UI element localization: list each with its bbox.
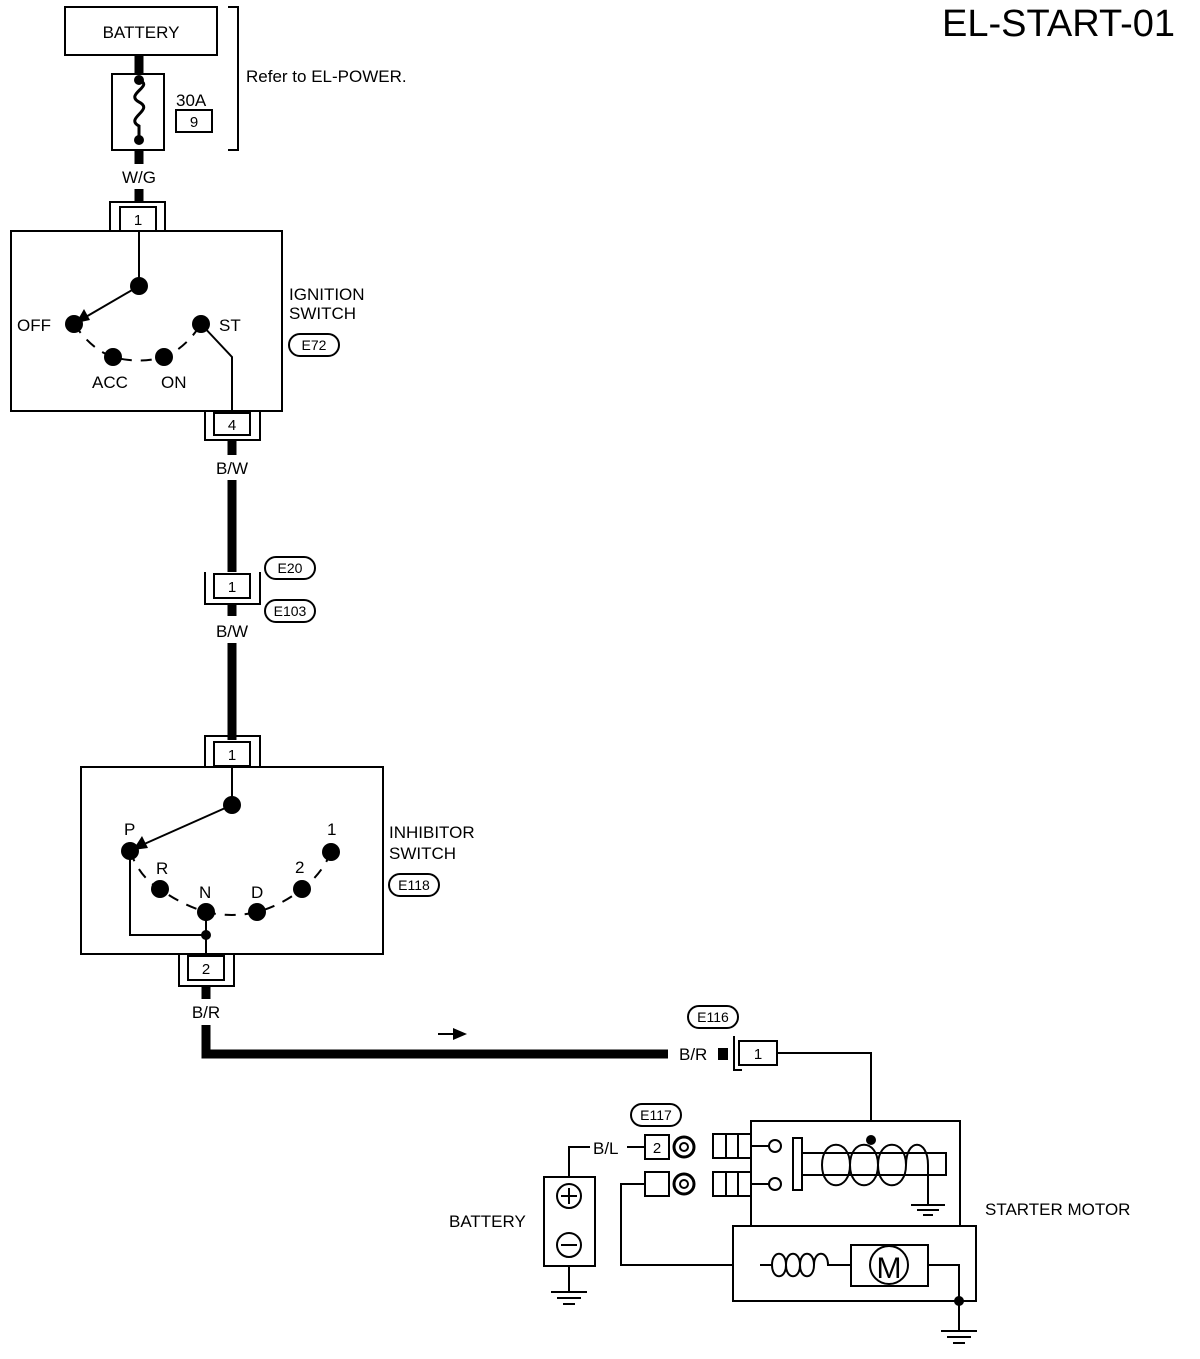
joint-pin: 1: [228, 579, 236, 596]
starter-motor: M: [712, 1120, 977, 1344]
inhibitor-pos-1: 1: [327, 820, 336, 839]
joint-connector: 1: [204, 572, 261, 605]
motor-terminal-box: [644, 1171, 670, 1197]
inhibitor-pos-2: 2: [295, 858, 304, 877]
connector-e117: E117: [640, 1107, 672, 1123]
fuse-icon: [111, 73, 165, 151]
ignition-pin-in: 1: [134, 212, 142, 229]
connector-e118: E118: [398, 877, 430, 893]
fuse-number: 9: [190, 114, 198, 131]
ignition-label-2: SWITCH: [289, 304, 356, 323]
wire-br-run: [201, 1025, 668, 1059]
wire-label-bl: B/L: [593, 1139, 619, 1158]
battery-bottom-icon: [543, 1176, 596, 1305]
wire-e116-to-solenoid: [777, 1052, 872, 1140]
refer-note: Refer to EL-POWER.: [246, 67, 407, 86]
page-title: EL-START-01: [942, 3, 1175, 45]
inhibitor-pos-r: R: [156, 859, 168, 878]
e117-pin: 2: [653, 1140, 661, 1157]
ignition-label-1: IGNITION: [289, 285, 365, 304]
inhibitor-label-1: INHIBITOR: [389, 823, 475, 842]
connector-badge-e72: [288, 333, 340, 357]
starter-motor-label: STARTER MOTOR: [985, 1200, 1130, 1219]
ignition-pos-off: OFF: [17, 316, 51, 335]
inhibitor-pos-d: D: [251, 883, 263, 902]
connector-badge-e116: [687, 1005, 739, 1029]
inhibitor-d-contact: [248, 903, 266, 921]
connector-badge-e20: [264, 556, 316, 580]
e117-pin-box: [644, 1134, 670, 1160]
inhibitor-label-2: SWITCH: [389, 844, 456, 863]
ignition-pin-out: 4: [228, 417, 236, 434]
wire-label-br-2: B/R: [679, 1045, 707, 1064]
inhibitor-switch: 1 P R N D 2 1 2: [80, 735, 384, 987]
connector-badge-e117: [630, 1103, 682, 1127]
inhibitor-pin2-box: [187, 955, 225, 981]
inhibitor-pin-in: 1: [228, 747, 236, 764]
wire-label-wg: W/G: [122, 168, 156, 187]
ignition-acc-contact: [104, 348, 122, 366]
ignition-pos-st: ST: [219, 316, 241, 335]
ignition-pos-acc: ACC: [92, 373, 128, 392]
ignition-switch: 1 OFF ACC ON ST 4: [10, 201, 283, 441]
current-direction-arrow-icon: [438, 1028, 467, 1040]
inhibitor-pin-out: 2: [202, 961, 210, 978]
wire-terminal-to-field-coil: [620, 1183, 760, 1266]
motor-symbol: M: [877, 1252, 902, 1285]
ignition-pos-on: ON: [161, 373, 187, 392]
connector-badge-e103: [264, 599, 316, 623]
battery-top-box: BATTERY: [64, 6, 218, 56]
power-bracket: [228, 6, 239, 151]
motor-icon: [869, 1245, 909, 1285]
wire-label-bw-2: B/W: [216, 622, 248, 641]
fuse-rating: 30A: [176, 91, 207, 110]
connector-e20: E20: [278, 560, 303, 576]
wire-battery-positive: [568, 1146, 590, 1177]
wire-label-bw-1: B/W: [216, 459, 248, 478]
inhibitor-pos-p: P: [124, 820, 135, 839]
inhibitor-pos-n: N: [199, 883, 211, 902]
connector-e72: E72: [302, 337, 327, 353]
wire-label-br-1: B/R: [192, 1003, 220, 1022]
e116-pin: 1: [754, 1046, 762, 1063]
fuse-number-box: [175, 109, 213, 133]
connector-e116: E116: [697, 1009, 729, 1025]
battery-bottom-label: BATTERY: [449, 1212, 526, 1231]
connector-e116-pin: 1: [733, 1036, 778, 1071]
ignition-pin4-box: [213, 412, 251, 436]
battery-top-label: BATTERY: [103, 23, 180, 42]
connector-badge-e118: [388, 873, 440, 897]
field-coil-icon: [760, 1252, 851, 1278]
connector-e103: E103: [274, 603, 307, 619]
